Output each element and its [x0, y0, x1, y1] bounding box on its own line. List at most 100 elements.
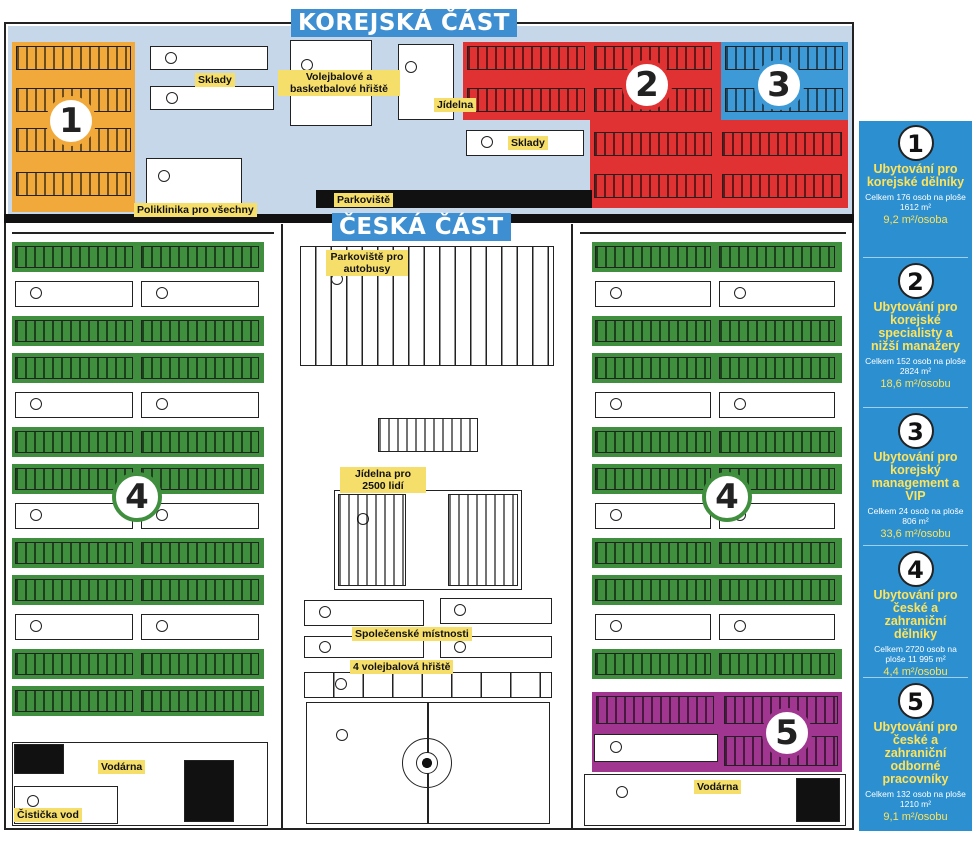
legend-stat-3: Celkem 24 osob na ploše 806 m²: [867, 506, 964, 526]
label-parking-top: Parkoviště: [334, 193, 394, 207]
zone-4-building: [141, 653, 259, 675]
zone-4-building: [595, 320, 711, 342]
label-volleyball-basketball: Volejbalové a basketbalové hřiště: [278, 70, 400, 96]
zone-4-building: [719, 320, 835, 342]
legend-item-1: 1 Ubytování pro korejské dělníky Celkem …: [859, 121, 972, 226]
zone-4-building: [595, 431, 711, 453]
zone-4-building: [719, 431, 835, 453]
label-bus-parking: Parkoviště pro autobusy: [326, 250, 408, 276]
zone-4-building: [719, 653, 835, 675]
road-line: [571, 224, 573, 830]
zone-2-building: [594, 174, 712, 198]
legend-ratio-2: 18,6 m²/osobu: [880, 378, 951, 390]
legend-ratio-4: 4,4 m²/osobu: [883, 666, 948, 678]
zone-badge-4-right: 4: [702, 472, 752, 522]
zone-badge-3: 3: [754, 60, 804, 110]
legend-number-5: 5: [897, 683, 934, 719]
legend-item-4: 4 Ubytování pro české a zahraniční dělní…: [859, 547, 972, 678]
road-line: [12, 232, 274, 234]
zone-4-building: [719, 579, 835, 601]
zone-badge-2: 2: [622, 60, 672, 110]
legend-divider: [863, 677, 968, 678]
legend-stat-1: Celkem 176 osob na ploše 1612 m²: [865, 192, 966, 212]
zone-4-building: [595, 653, 711, 675]
legend-title-2: Ubytování pro korejské specialisty a niž…: [871, 300, 960, 353]
legend-ratio-3: 33,6 m²/osobu: [880, 528, 951, 540]
zone-4-white-building: [719, 281, 835, 307]
zone-4-building: [595, 246, 711, 268]
zone-2-building: [722, 174, 842, 198]
waterworks-building: [184, 760, 234, 822]
waterworks-right-building: [796, 778, 840, 822]
zone-badge-5: 5: [762, 708, 812, 758]
zone-4-white-building: [141, 392, 259, 418]
legend-item-5: 5 Ubytování pro české a zahraniční odbor…: [859, 679, 972, 823]
legend-panel: 1 Ubytování pro korejské dělníky Celkem …: [859, 121, 972, 831]
legend-divider: [863, 257, 968, 258]
zone-4-building: [719, 542, 835, 564]
warehouse-building-right: [466, 130, 584, 156]
korean-part-title: KOREJSKÁ ČÁST: [291, 9, 517, 37]
zone-1-building: [16, 172, 131, 196]
zone-4-building: [15, 357, 133, 379]
label-social-rooms: Společenské místnosti: [352, 627, 472, 641]
zone-2-building: [594, 132, 712, 156]
label-waterworks-left: Vodárna: [98, 760, 146, 774]
zone-badge-1: 1: [46, 96, 96, 146]
zone-4-building: [141, 320, 259, 342]
legend-item-2: 2 Ubytování pro korejské specialisty a n…: [859, 259, 972, 390]
zone-4-white-building: [719, 614, 835, 640]
zone-4-building: [141, 357, 259, 379]
zone-4-building: [15, 246, 133, 268]
legend-number-2: 2: [897, 263, 934, 299]
service-building: [378, 418, 478, 452]
road-line: [580, 232, 846, 234]
zone-4-building: [595, 542, 711, 564]
zone-1-building: [16, 46, 131, 70]
zone-4-white-building: [141, 503, 259, 529]
zone-4-white-building: [15, 392, 133, 418]
zone-4-building: [719, 246, 835, 268]
pitch-center-circle: [402, 738, 452, 788]
zone-badge-4-left: 4: [112, 472, 162, 522]
legend-stat-5: Celkem 132 osob na ploše 1210 m²: [865, 789, 966, 809]
zone-4-building: [15, 690, 133, 712]
zone-4-white-building: [595, 281, 711, 307]
zone-4-white-building: [595, 614, 711, 640]
zone-4-white-building: [141, 281, 259, 307]
label-warehouses: Sklady: [195, 73, 235, 87]
canteen-large-hall: [338, 494, 406, 586]
legend-title-1: Ubytování pro korejské dělníky: [866, 162, 965, 189]
legend-divider: [863, 545, 968, 546]
label-canteen-small: Jídelna: [434, 98, 477, 112]
zone-4-building: [141, 246, 259, 268]
warehouse-building: [150, 46, 268, 70]
legend-divider: [863, 407, 968, 408]
zone-4-white-building: [15, 281, 133, 307]
zone-4-building: [595, 468, 711, 490]
label-water-treatment: Čistička vod: [14, 808, 82, 822]
legend-item-3: 3 Ubytování pro korejský management a VI…: [859, 409, 972, 540]
social-rooms-building: [304, 600, 424, 626]
pitch-ball: [416, 752, 438, 774]
legend-stat-4: Celkem 2720 osob na ploše 11 995 m²: [874, 644, 957, 664]
social-rooms-building: [440, 636, 552, 658]
polyclinic-building: [146, 158, 242, 208]
zone-5-white-building: [594, 734, 718, 762]
zone-4-white-building: [719, 392, 835, 418]
legend-title-3: Ubytování pro korejský management a VIP: [871, 450, 960, 503]
legend-ratio-5: 9,1 m²/osobu: [883, 811, 948, 823]
legend-title-5: Ubytování pro české a zahraniční odborné…: [873, 720, 958, 786]
label-warehouses-right: Sklady: [508, 136, 548, 150]
czech-part-title: ČESKÁ ČÁST: [332, 213, 511, 241]
zone-4-building: [141, 579, 259, 601]
zone-4-building: [719, 357, 835, 379]
zone-5-building: [596, 696, 714, 724]
canteen-large-hall: [448, 494, 518, 586]
legend-stat-2: Celkem 152 osob na ploše 2824 m²: [865, 356, 966, 376]
zone-4-building: [15, 653, 133, 675]
zone-4-white-building: [595, 392, 711, 418]
zone-4-building: [141, 690, 259, 712]
zone-4-building: [15, 542, 133, 564]
volleyball-courts: [304, 672, 552, 698]
